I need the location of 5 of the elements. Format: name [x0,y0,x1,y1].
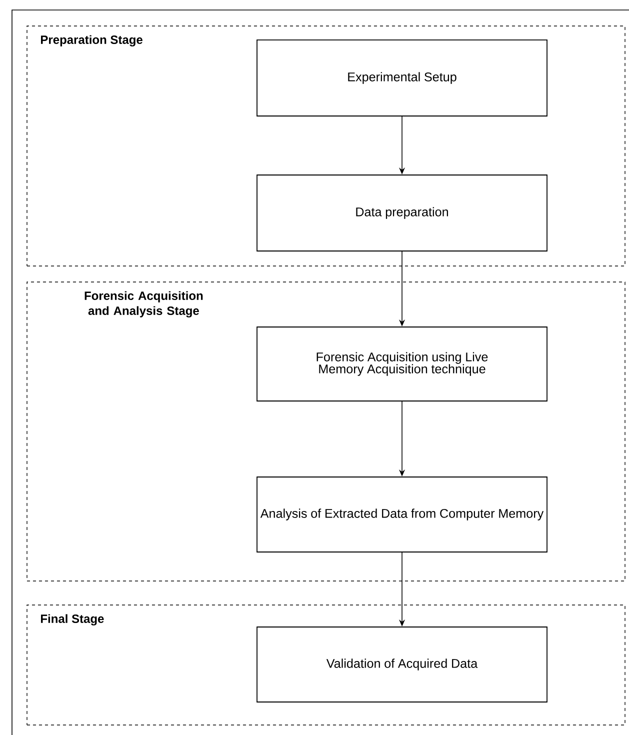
process-box: Experimental Setup [256,40,548,116]
process-box: Data preparation [256,174,548,252]
process-box: Validation of Acquired Data [256,626,548,702]
process-box: Forensic Acquisition using Live Memory Acquisition technique [256,326,548,402]
process-box: Analysis of Extracted Data from Computer Memory [256,476,548,552]
